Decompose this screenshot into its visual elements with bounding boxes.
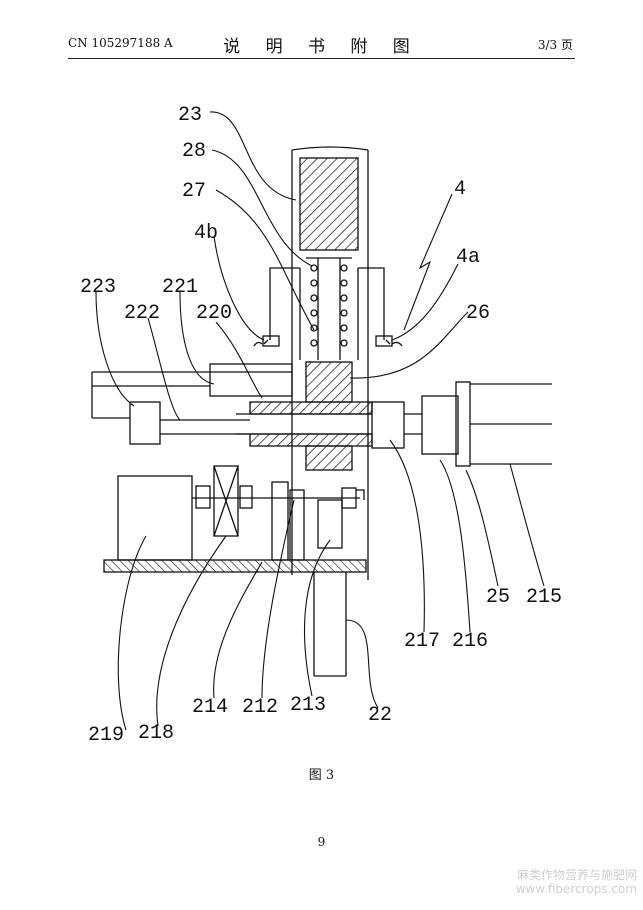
label-213: 213 [290, 694, 326, 717]
coupling [371, 401, 405, 449]
leader-lines [95, 111, 545, 731]
watermark-line-2: www.fibercrops.com [515, 882, 637, 896]
housing-column [291, 146, 369, 580]
publication-number: CN 105297188 A [68, 36, 173, 50]
member-213 [317, 499, 343, 549]
label-4: 4 [454, 178, 466, 201]
watermark: 麻类作物营养与施肥网 www.fibercrops.com [516, 868, 637, 896]
header-rule [68, 58, 575, 59]
block-222 [129, 401, 161, 445]
spring [310, 258, 348, 360]
label-220: 220 [196, 302, 232, 325]
block-220 [209, 363, 293, 397]
label-28: 28 [182, 140, 206, 163]
shaft-lower [249, 433, 373, 447]
label-218: 218 [138, 722, 174, 745]
page-title: 说 明 书 附 图 [223, 37, 420, 57]
support-212 [271, 481, 289, 561]
label-223: 223 [80, 276, 116, 299]
top-block [299, 157, 359, 251]
label-216: 216 [452, 630, 488, 653]
label-27: 27 [182, 180, 206, 203]
box-219 [117, 475, 193, 561]
watermark-line-1: 麻类作物营养与施肥网 [516, 868, 637, 882]
lower-piece [305, 445, 353, 471]
label-221: 221 [162, 276, 198, 299]
sensor-4a [375, 335, 393, 347]
page-number: 9 [317, 835, 326, 849]
shaft-upper [249, 401, 373, 415]
bracket [269, 267, 385, 360]
label-4a: 4a [456, 246, 480, 269]
sensor-4b [262, 335, 280, 347]
motor-flange [421, 395, 459, 455]
figure-caption: 图 3 [308, 768, 335, 783]
label-25: 25 [486, 586, 510, 609]
base-plate [103, 559, 367, 573]
lower-column [313, 572, 347, 677]
label-214: 214 [192, 696, 228, 719]
left-frame [91, 371, 292, 419]
label-22: 22 [368, 704, 392, 727]
label-219: 219 [88, 724, 124, 747]
motor-body [470, 383, 552, 465]
label-222: 222 [124, 302, 160, 325]
label-215: 215 [526, 586, 562, 609]
label-26: 26 [466, 302, 490, 325]
label-217: 217 [404, 630, 440, 653]
label-23: 23 [178, 104, 202, 127]
label-212: 212 [242, 696, 278, 719]
label-4b: 4b [194, 222, 218, 245]
page-info: 3/3 页 [537, 38, 573, 52]
rod-block [305, 361, 353, 403]
